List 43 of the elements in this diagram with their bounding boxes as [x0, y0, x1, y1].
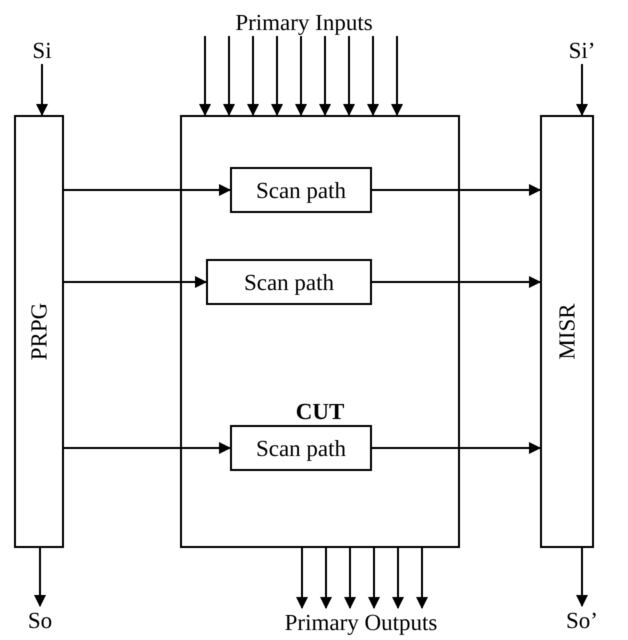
arrow — [416, 548, 428, 609]
arrow — [34, 548, 46, 607]
signal-label: So — [22, 606, 58, 634]
node-label: CUT — [296, 400, 344, 423]
node-label: PRPG — [28, 302, 50, 360]
register-block — [540, 115, 594, 548]
signal-label: So’ — [562, 606, 602, 634]
arrow — [372, 442, 541, 454]
arrow — [343, 36, 355, 116]
arrow — [223, 36, 235, 116]
arrow — [368, 548, 380, 609]
scan-path-box — [230, 167, 372, 213]
arrow — [295, 36, 307, 116]
node-label: Scan path — [256, 436, 346, 460]
scan-path-box — [206, 259, 372, 305]
arrow — [199, 36, 211, 116]
scan-path-box — [230, 425, 372, 471]
arrow — [372, 184, 541, 196]
generator-block — [14, 115, 64, 548]
arrow — [64, 276, 207, 288]
arrow — [576, 64, 588, 116]
signal-label: Primary Inputs — [216, 8, 392, 36]
arrow — [36, 64, 48, 116]
arrow — [367, 36, 379, 116]
node-label: Scan path — [244, 270, 334, 294]
signal-label: Si — [24, 36, 60, 64]
arrow — [392, 548, 404, 609]
circuit-block — [180, 115, 460, 548]
arrow — [271, 36, 283, 116]
node-label: MISR — [556, 303, 578, 360]
arrow — [296, 548, 308, 609]
arrow — [344, 548, 356, 609]
node-label: Scan path — [256, 178, 346, 202]
arrow — [320, 548, 332, 609]
arrow — [576, 548, 588, 607]
arrow — [319, 36, 331, 116]
signal-label: Primary Outputs — [266, 608, 456, 636]
arrow — [247, 36, 259, 116]
arrow — [372, 276, 541, 288]
arrow — [64, 442, 231, 454]
signal-label: Si’ — [562, 36, 602, 64]
arrow — [64, 184, 231, 196]
arrow — [391, 36, 403, 116]
